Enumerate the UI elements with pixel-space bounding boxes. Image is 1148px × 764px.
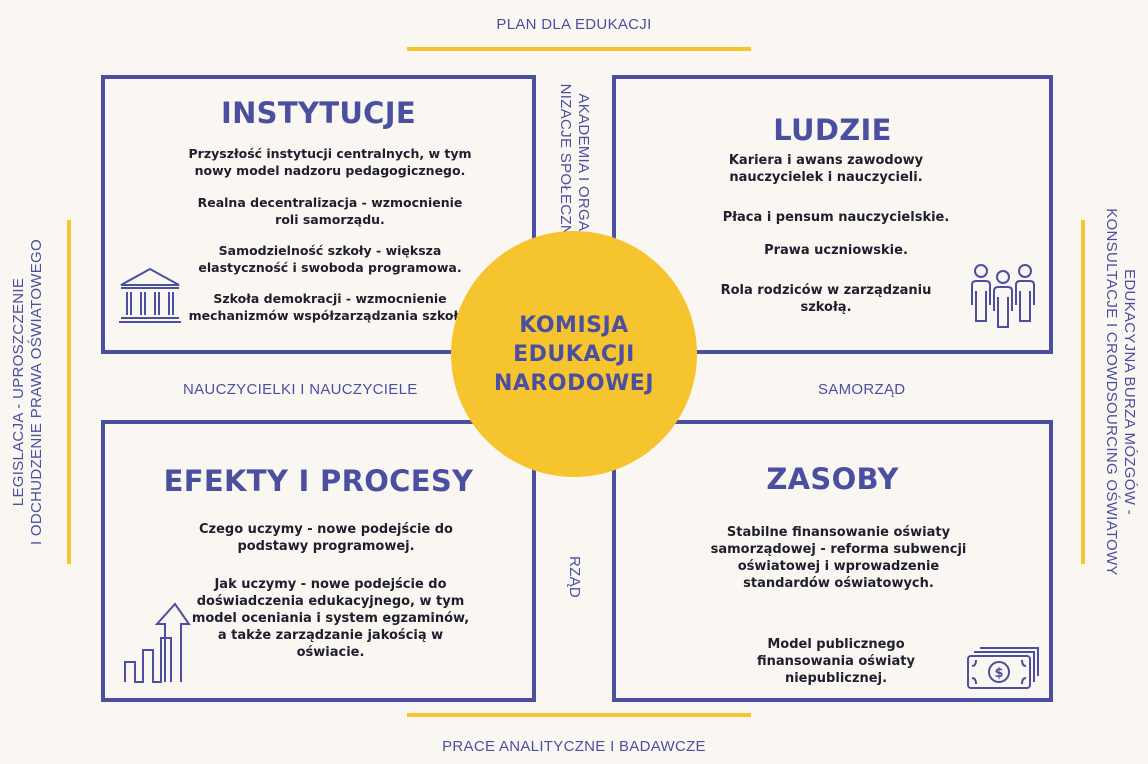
- top-label: PLAN DLA EDUKACJI: [496, 16, 652, 33]
- ludzie-item-3: Prawa uczniowskie.: [764, 243, 908, 258]
- bottom-rule: [407, 713, 751, 717]
- efekty-item-2: Jak uczymy - nowe podejście do doświadcz…: [191, 577, 470, 660]
- center-left-label: NAUCZYCIELKI I NAUCZYCIELE: [183, 381, 418, 398]
- instytucje-item-3: Samodzielność szkoły - większa elastyczn…: [198, 243, 462, 275]
- left-rule: [67, 220, 71, 564]
- right-label: EDUKACYJNA BURZA MÓZGÓW - KONSULTACJE I …: [1103, 208, 1138, 576]
- center-bottom-label: RZĄD: [566, 555, 583, 599]
- instytucje-item-4: Szkoła demokracji - wzmocnienie mechaniz…: [188, 291, 472, 323]
- people-icon: [971, 264, 1035, 328]
- instytucje-item-2: Realna decentralizacja - wzmocnienie rol…: [197, 195, 463, 227]
- center-title: KOMISJA EDUKACJI NARODOWEJ: [493, 312, 655, 396]
- instytucje-item-1: Przyszłość instytucji centralnych, w tym…: [188, 146, 472, 178]
- growth-chart-icon: [124, 602, 191, 683]
- center-top-label: AKADEMIA I ORGA- NIZACJE SPOŁECZNE: [557, 83, 592, 247]
- ludzie-item-4: Rola rodziców w zarządzaniu szkołą.: [720, 283, 932, 315]
- right-rule: [1081, 220, 1085, 564]
- bottom-label: PRACE ANALITYCZNE I BADAWCZE: [442, 738, 706, 755]
- money-icon: $: [967, 647, 1039, 689]
- box-zasoby-title: ZASOBY: [766, 462, 899, 496]
- left-label: LEGISLACJA - UPROSZCZENIE I ODCHUDZENIE …: [10, 239, 45, 545]
- center-right-label: SAMORZĄD: [818, 381, 906, 398]
- center-circle: KOMISJA EDUKACJI NARODOWEJ: [451, 231, 697, 477]
- zasoby-item-1: Stabilne finansowanie oświaty samorządow…: [710, 525, 967, 591]
- box-zasoby: ZASOBY Stabilne finansowanie oświaty sam…: [612, 420, 1053, 702]
- box-efekty: EFEKTY I PROCESY Czego uczymy - nowe pod…: [101, 420, 536, 702]
- ludzie-item-2: Płaca i pensum nauczycielskie.: [722, 210, 950, 225]
- box-instytucje: INSTYTUCJE Przyszłość instytucji central…: [101, 75, 536, 354]
- box-instytucje-title: INSTYTUCJE: [221, 96, 416, 130]
- box-ludzie-title: LUDZIE: [773, 113, 892, 147]
- svg-text:$: $: [994, 666, 1003, 681]
- efekty-item-1: Czego uczymy - nowe podejście do podstaw…: [199, 522, 453, 554]
- box-efekty-title: EFEKTY I PROCESY: [163, 464, 474, 498]
- top-rule: [407, 47, 751, 51]
- zasoby-item-2: Model publicznego finansowania oświaty n…: [757, 637, 915, 686]
- ludzie-item-1: Kariera i awans zawodowy nauczycielek i …: [728, 153, 924, 185]
- building-icon: [119, 267, 181, 323]
